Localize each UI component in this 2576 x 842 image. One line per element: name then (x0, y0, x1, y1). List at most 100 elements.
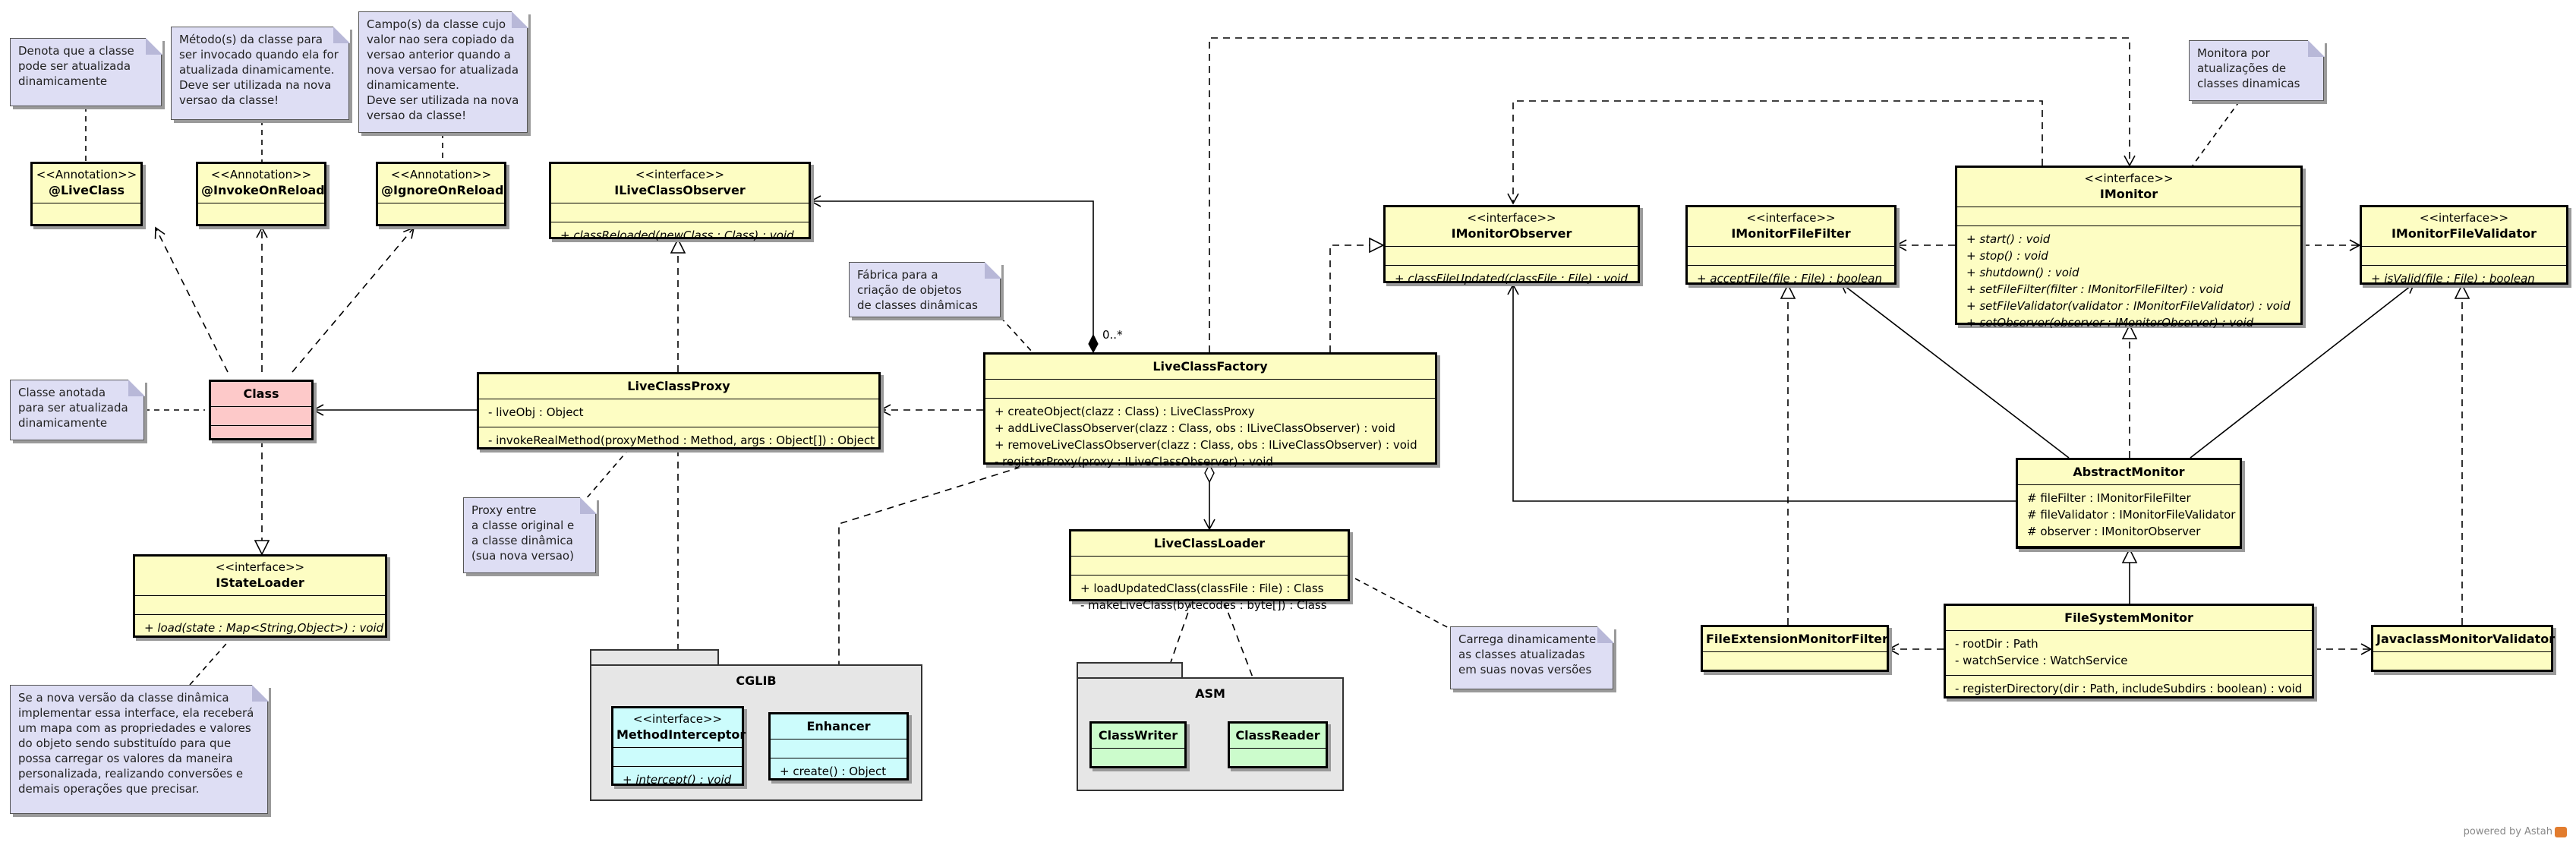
class-javaclass-monitor-validator[interactable]: JavaclassMonitorValidator (2371, 625, 2556, 672)
class-imonitor-observer[interactable]: <<interface>>IMonitorObserver + classFil… (1383, 205, 1640, 285)
method: - makeLiveClass(bytecodes : byte[]) : Cl… (1080, 598, 1327, 612)
methods-compartment: + isValid(file : File) : boolean (2362, 265, 2566, 293)
class-ilive-class-observer[interactable]: <<interface>> ILiveClassObserver + classR… (549, 162, 811, 242)
methods-compartment: + acceptFile(file : File) : boolean (1688, 265, 1894, 293)
empty-compartment (1688, 246, 1894, 265)
note-live-class: Denota que a classe pode ser atualizada … (10, 37, 162, 106)
class-name: ClassReader (1235, 728, 1320, 743)
class-name: AbstractMonitor (2073, 465, 2185, 479)
class-live-class-factory[interactable]: LiveClassFactory + createObject(clazz : … (983, 352, 1437, 468)
methods-compartment: + loadUpdatedClass(classFile : File) : C… (1071, 575, 1348, 620)
class-method-interceptor[interactable]: <<interface>>MethodInterceptor + interce… (611, 706, 746, 787)
attributes-compartment: # fileFilter : IMonitorFileFilter # file… (2018, 484, 2240, 546)
empty-compartment (551, 203, 809, 222)
note-class: Classe anotada para ser atualizada dinam… (10, 379, 145, 440)
methods-compartment: + intercept() : void (613, 766, 742, 794)
class-class-reader[interactable]: ClassReader (1228, 721, 1328, 768)
class-name: @IgnoreOnReload (381, 183, 504, 197)
class-invoke-on-reload[interactable]: <<Annotation>> @InvokeOnReload (196, 162, 326, 226)
method: + stop() : void (1966, 249, 2048, 263)
class-class[interactable]: Class (209, 380, 314, 440)
class-name: @InvokeOnReload (201, 183, 325, 197)
footer-text: powered by Astah (2463, 826, 2552, 837)
class-file-system-monitor[interactable]: FileSystemMonitor - rootDir : Path - wat… (1944, 604, 2314, 699)
method: + create() : Object (780, 765, 887, 778)
stereotype: <<Annotation>> (210, 168, 312, 181)
package-cglib-name: CGLIB (736, 673, 777, 688)
class-live-class-loader[interactable]: LiveClassLoader + loadUpdatedClass(class… (1069, 529, 1350, 612)
attributes-compartment: - rootDir : Path - watchService : WatchS… (1946, 630, 2312, 675)
empty-compartment (211, 406, 311, 425)
attributes-compartment: - liveObj : Object (479, 399, 878, 427)
class-name: IStateLoader (216, 576, 304, 590)
class-name: LiveClassProxy (627, 379, 730, 393)
stereotype: <<interface>> (1746, 211, 1836, 225)
stereotype: <<interface>> (2084, 172, 2174, 185)
class-file-extension-monitor-filter[interactable]: FileExtensionMonitorFilter (1701, 625, 1889, 672)
class-name: Class (243, 386, 279, 401)
note-ignore-on-reload: Campo(s) da classe cujo valor nao sera c… (358, 11, 528, 133)
method: + addLiveClassObserver(clazz : Class, ob… (995, 421, 1395, 435)
class-imonitor-file-filter[interactable]: <<interface>>IMonitorFileFilter + accept… (1685, 205, 1897, 285)
stereotype: <<interface>> (632, 712, 723, 726)
method: + load(state : Map<String,Object>) : voi… (144, 621, 384, 635)
method: - registerDirectory(dir : Path, includeS… (1955, 682, 2303, 695)
class-class-writer[interactable]: ClassWriter (1089, 721, 1187, 768)
method: + isValid(file : File) : boolean (2371, 272, 2535, 285)
method: + acceptFile(file : File) : boolean (1697, 272, 1882, 285)
package-asm-tab (1077, 662, 1183, 679)
class-name: FileExtensionMonitorFilter (1706, 632, 1888, 646)
empty-compartment (135, 595, 385, 614)
empty-compartment (1230, 748, 1326, 767)
method: + shutdown() : void (1966, 266, 2079, 279)
methods-compartment: + load(state : Map<String,Object>) : voi… (135, 614, 385, 642)
class-name: LiveClassLoader (1153, 536, 1266, 550)
class-name: LiveClassFactory (1152, 359, 1268, 374)
class-name: JavaclassMonitorValidator (2376, 632, 2556, 646)
method: + start() : void (1966, 232, 2051, 246)
method: + classReloaded(newClass : Class) : void (560, 229, 794, 242)
package-cglib-tab (590, 649, 719, 666)
methods-compartment: + classReloaded(newClass : Class) : void (551, 222, 809, 250)
method: - registerProxy(proxy : ILiveClassObserv… (995, 455, 1273, 468)
multiplicity-label: 0..* (1102, 328, 1123, 342)
class-name: IMonitor (2099, 187, 2158, 201)
empty-compartment (1386, 246, 1638, 265)
methods-compartment: - invokeRealMethod(proxyMethod : Method,… (479, 427, 878, 455)
class-name: IMonitorObserver (1451, 226, 1572, 241)
empty-compartment (2362, 246, 2566, 265)
note-state-loader: Se a nova versão da classe dinâmica impl… (10, 684, 269, 814)
class-imonitor-file-validator[interactable]: <<interface>>IMonitorFileValidator + isV… (2360, 205, 2568, 285)
attribute: - rootDir : Path (1955, 637, 2038, 651)
class-live-class-proxy[interactable]: LiveClassProxy - liveObj : Object - invo… (477, 372, 881, 449)
attribute: - watchService : WatchService (1955, 654, 2128, 667)
method: + removeLiveClassObserver(clazz : Class,… (995, 438, 1417, 452)
note-factory: Fábrica para a criação de objetos de cla… (849, 261, 1001, 317)
note-monitor: Monitora por atualizações de classes din… (2189, 39, 2325, 101)
class-enhancer[interactable]: Enhancer + create() : Object (768, 712, 909, 781)
class-ignore-on-reload[interactable]: <<Annotation>>@IgnoreOnReload (376, 162, 506, 226)
class-name: ClassWriter (1098, 728, 1178, 743)
stereotype: <<interface>> (215, 560, 305, 574)
class-abstract-monitor[interactable]: AbstractMonitor # fileFilter : IMonitorF… (2016, 458, 2242, 549)
methods-compartment: + classFileUpdated(classFile : File) : v… (1386, 265, 1638, 293)
stereotype: <<interface>> (2419, 211, 2509, 225)
class-live-class[interactable]: <<Annotation>>@LiveClass (30, 162, 143, 226)
attribute: # observer : IMonitorObserver (2027, 525, 2201, 538)
empty-compartment (33, 203, 140, 222)
empty-compartment (211, 425, 311, 444)
empty-compartment (198, 203, 324, 222)
class-imonitor[interactable]: <<interface>> IMonitor + start() : void +… (1955, 166, 2303, 330)
class-istate-loader[interactable]: <<interface>> IStateLoader + load(state :… (133, 554, 387, 638)
empty-compartment (1071, 556, 1348, 575)
empty-compartment (1703, 651, 1887, 670)
method: + createObject(clazz : Class) : LiveClas… (995, 405, 1255, 418)
class-name: MethodInterceptor (616, 727, 746, 742)
stereotype: <<interface>> (635, 168, 725, 181)
empty-compartment (613, 747, 742, 766)
empty-compartment (985, 379, 1435, 398)
class-name: ILiveClassObserver (614, 183, 746, 197)
class-name: Enhancer (806, 719, 871, 733)
method: + setFileValidator(validator : IMonitorF… (1966, 299, 2291, 313)
